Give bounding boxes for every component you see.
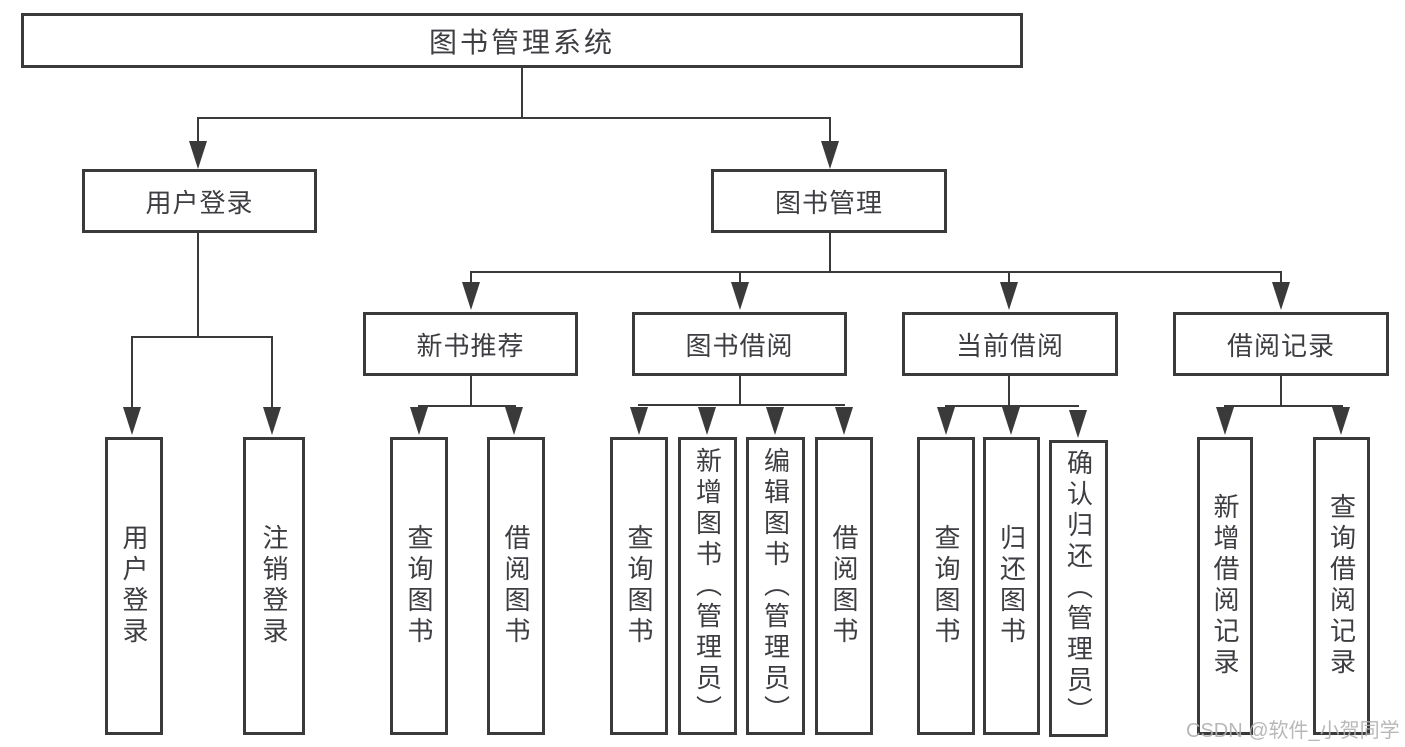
node-query-borrow-record: 查询借阅记录 [1313,437,1370,735]
node-label: 借阅图书 [501,524,531,648]
arrow-down-icon [1216,407,1234,435]
connector-line [131,336,133,412]
node-label: 确认归还（管理员） [1063,449,1094,728]
arrow-down-icon [189,141,207,169]
node-label: 新增借阅记录 [1210,493,1240,679]
node-borrow-book: 借阅图书 [815,437,873,735]
connector-line [197,233,199,338]
arrow-down-icon [835,407,853,435]
node-query-books-recommend: 查询图书 [390,437,448,735]
connector-line [470,271,472,287]
node-label: 新增图书（管理员） [692,446,723,726]
node-label: 当前借阅 [955,330,1064,361]
arrow-down-icon [263,407,281,435]
arrow-down-icon [1069,410,1087,438]
connector-line [1008,376,1010,407]
connector-line [131,336,273,338]
node-label: 借阅图书 [829,524,859,648]
connector-line [197,117,831,119]
connector-line [418,405,516,407]
node-label: 图书管理系统 [428,26,615,58]
arrow-down-icon [505,407,523,435]
node-library-management-system: 图书管理系统 [21,13,1023,68]
connector-line [829,233,831,273]
node-query-books-current: 查询图书 [917,437,975,735]
arrow-down-icon [123,407,141,435]
node-label: 借阅记录 [1226,330,1335,361]
node-user-login-group: 用户登录 [82,169,317,233]
node-label: 归还图书 [996,524,1027,648]
node-return-book: 归还图书 [983,437,1040,735]
connector-line [945,405,1079,407]
connector-line [197,117,199,149]
node-label: 注销登录 [259,524,289,648]
arrow-down-icon [766,407,784,435]
connector-line [638,404,845,406]
arrow-down-icon [821,141,839,169]
connector-line [470,271,1282,273]
connector-line [1280,376,1282,407]
node-borrowing-records: 借阅记录 [1173,312,1389,376]
arrow-down-icon [1272,282,1290,310]
connector-line [1008,271,1010,287]
node-confirm-return-admin: 确认归还（管理员） [1049,440,1108,737]
node-label: 查询图书 [404,524,434,648]
connector-line [1224,405,1343,407]
node-query-books-borrowing: 查询图书 [610,437,668,735]
node-label: 编辑图书（管理员） [760,446,791,726]
node-add-book-admin: 新增图书（管理员） [678,437,737,735]
connector-line [739,271,741,287]
node-label: 图书管理 [774,187,883,218]
node-add-borrow-record: 新增借阅记录 [1197,437,1253,735]
node-label: 用户登录 [119,524,149,648]
connector-line [829,117,831,149]
node-label: 用户登录 [145,187,254,218]
arrow-down-icon [731,282,749,310]
node-current-borrowing: 当前借阅 [902,312,1118,376]
node-user-login: 用户登录 [105,437,163,735]
csdn-watermark: CSDN @软件_小贺同学 [1186,720,1400,742]
connector-line [470,376,472,407]
arrow-down-icon [1002,407,1020,435]
connector-line [271,336,273,412]
node-book-borrowing: 图书借阅 [632,312,847,376]
connector-line [1280,271,1282,287]
arrow-down-icon [462,282,480,310]
arrow-down-icon [937,407,955,435]
connector-line [521,68,523,118]
node-new-book-recommend: 新书推荐 [363,312,578,376]
node-borrow-books-recommend: 借阅图书 [487,437,545,735]
arrow-down-icon [1332,407,1350,435]
node-label: 新书推荐 [416,330,525,361]
arrow-down-icon [410,407,428,435]
node-label: 查询借阅记录 [1326,493,1357,679]
arrow-down-icon [630,407,648,435]
node-label: 查询图书 [931,524,961,648]
node-label: 图书借阅 [685,330,794,361]
connector-line [739,376,741,406]
node-edit-book-admin: 编辑图书（管理员） [746,437,805,735]
arrow-down-icon [698,407,716,435]
node-label: 查询图书 [624,524,654,648]
node-logout: 注销登录 [243,437,305,735]
arrow-down-icon [1000,282,1018,310]
node-book-management: 图书管理 [711,169,947,233]
